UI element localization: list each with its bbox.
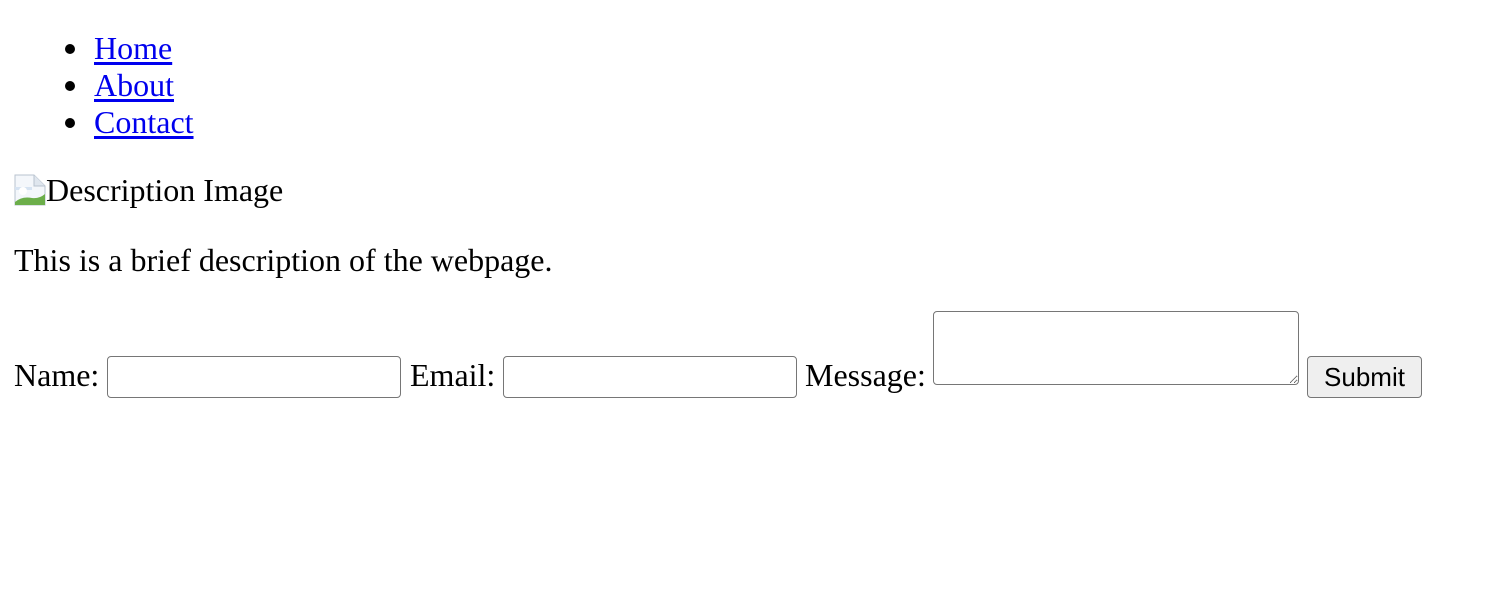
email-input[interactable]: [503, 356, 797, 398]
bullet-icon: [65, 44, 75, 54]
broken-image-icon: [14, 174, 46, 206]
page-description: This is a brief description of the webpa…: [14, 242, 553, 278]
message-textarea[interactable]: [933, 311, 1299, 385]
nav-link-home[interactable]: Home: [94, 30, 173, 66]
nav-link-contact[interactable]: Contact: [94, 104, 194, 140]
nav-link-about[interactable]: About: [94, 67, 174, 103]
description-image: Description Image: [14, 172, 283, 208]
nav-item-about: About: [0, 67, 194, 104]
bullet-icon: [65, 81, 75, 91]
name-input[interactable]: [107, 356, 401, 398]
message-label: Message:: [805, 357, 926, 393]
email-label: Email:: [410, 357, 496, 393]
image-alt-text: Description Image: [46, 172, 284, 208]
nav-item-home: Home: [0, 30, 194, 67]
nav-list: Home About Contact: [0, 30, 194, 141]
nav-item-contact: Contact: [0, 104, 194, 141]
bullet-icon: [65, 118, 75, 128]
name-label: Name:: [14, 357, 100, 393]
submit-button[interactable]: Submit: [1307, 356, 1422, 398]
